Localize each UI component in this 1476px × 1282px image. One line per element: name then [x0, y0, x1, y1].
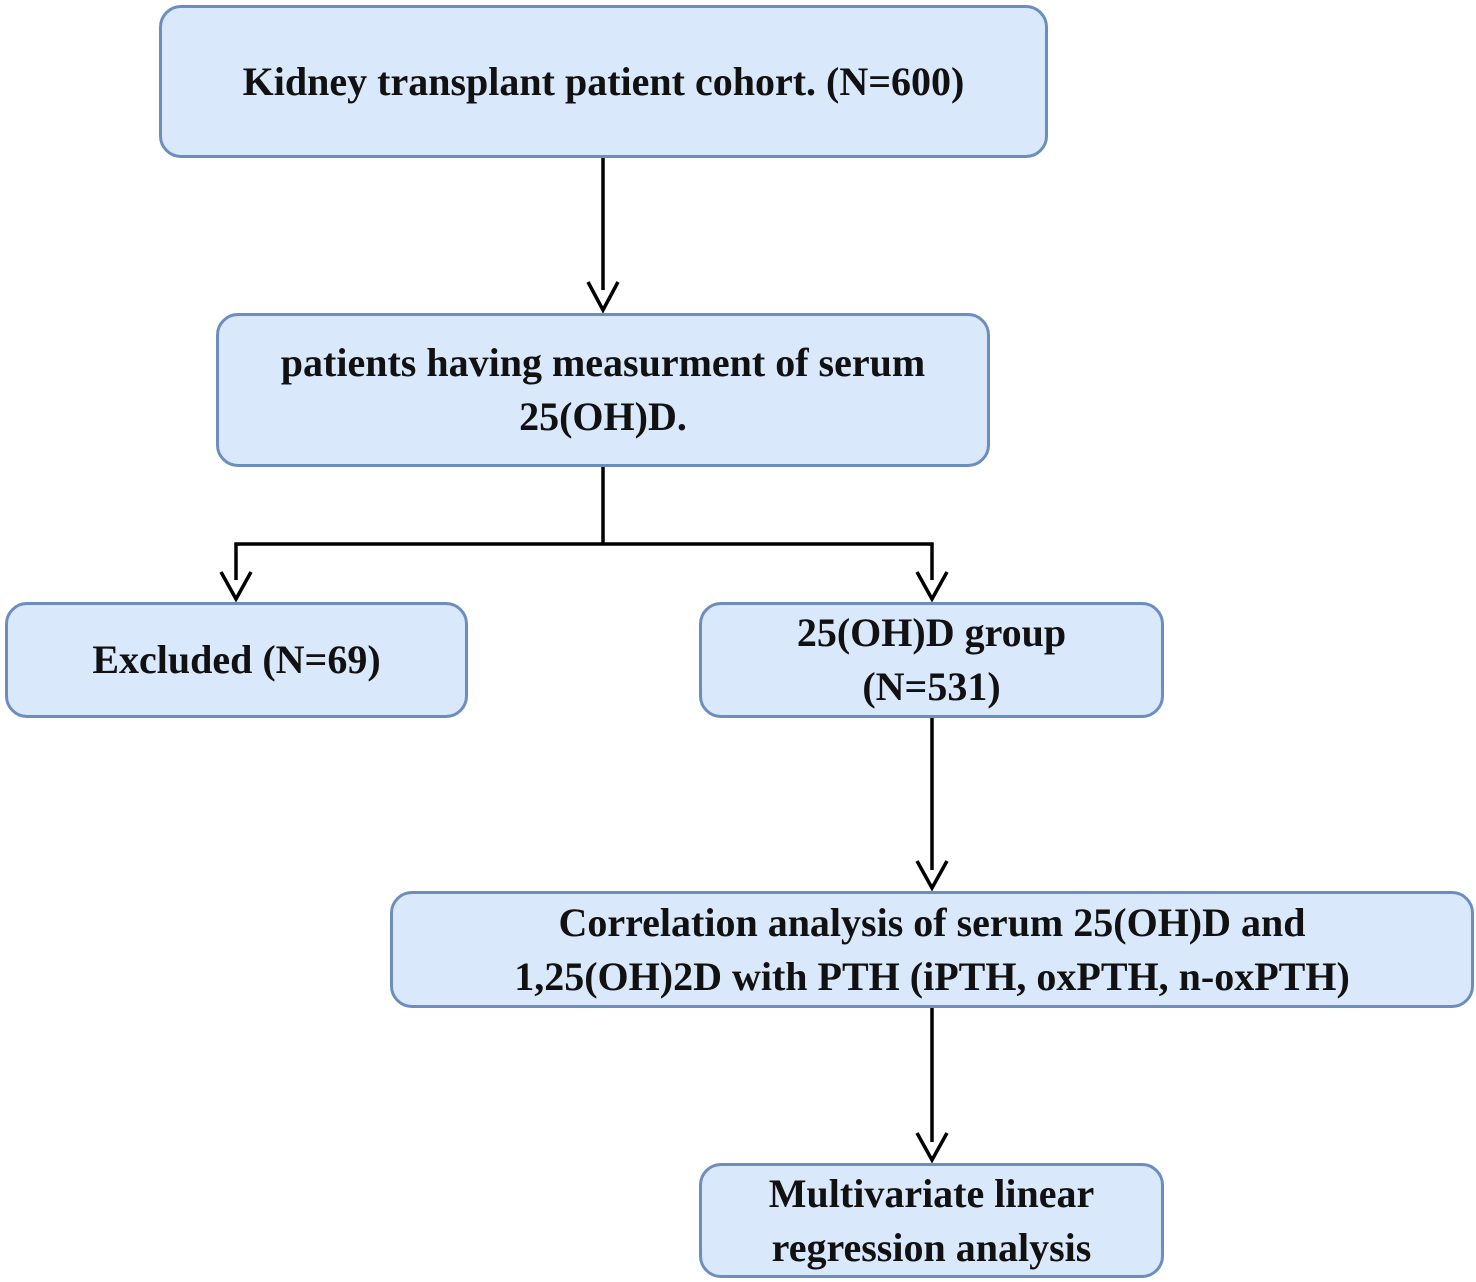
node-correlation-line-1: Correlation analysis of serum 25(OH)D an… — [558, 899, 1306, 945]
node-excluded: Excluded (N=69) — [5, 602, 468, 718]
node-correlation-line-2: 1,25(OH)2D with PTH (iPTH, oxPTH, n-oxPT… — [514, 953, 1350, 999]
node-cohort: Kidney transplant patient cohort. (N=600… — [159, 5, 1048, 158]
edge-correlation-to-regression — [915, 1008, 949, 1164]
node-measured: patients having measurment of serum 25(O… — [216, 313, 990, 467]
node-group: 25(OH)D group (N=531) — [699, 602, 1164, 718]
edge-measured-to-group — [603, 542, 949, 603]
node-correlation: Correlation analysis of serum 25(OH)D an… — [390, 891, 1474, 1008]
edge-measured-to-excluded — [219, 467, 605, 603]
node-measured-line-1: patients having measurment of serum — [280, 340, 926, 385]
node-regression-line-1: Multivariate linear — [768, 1170, 1095, 1216]
node-group-line-1: 25(OH)D group — [796, 610, 1067, 655]
node-group-line-2: (N=531) — [862, 664, 1001, 709]
node-cohort-line-1: Kidney transplant patient cohort. (N=600… — [242, 58, 965, 104]
node-measured-line-2: 25(OH)D. — [519, 394, 687, 439]
node-excluded-line-1: Excluded (N=69) — [92, 637, 381, 682]
node-regression-line-2: regression analysis — [771, 1224, 1092, 1270]
edge-group-to-correlation — [915, 718, 949, 892]
node-regression: Multivariate linear regression analysis — [699, 1163, 1164, 1278]
edge-cohort-to-measured — [586, 158, 620, 314]
